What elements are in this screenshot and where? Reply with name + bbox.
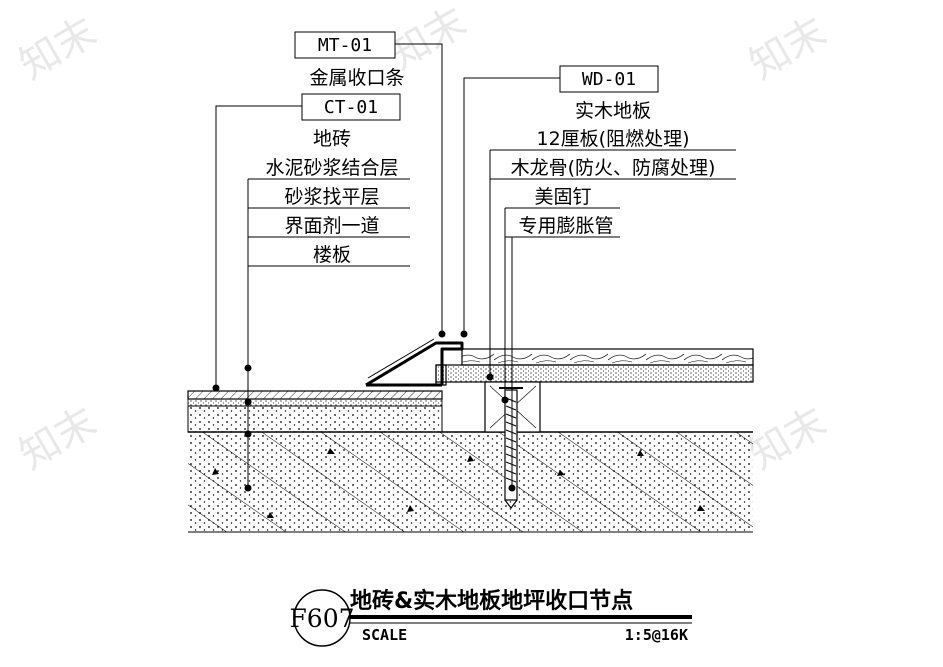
layer-label: 地砖	[313, 128, 351, 150]
watermark: 知末	[12, 9, 104, 89]
layer-label: 12厘板(阻燃处理)	[536, 128, 689, 150]
layer-label: 专用膨胀管	[518, 215, 613, 237]
layer-label: 砂浆找平层	[284, 186, 379, 208]
leader-lines	[215, 43, 736, 488]
callout-code: MT-01	[318, 35, 372, 56]
watermark: 知末	[742, 399, 834, 479]
scale-label: SCALE	[362, 626, 407, 644]
callout-code: WD-01	[582, 69, 636, 90]
callout-ct: CT-01 地砖 水泥砂浆结合层 砂浆找平层 界面剂一道 楼板	[265, 93, 401, 266]
scale-value: 1:5@16K	[625, 626, 688, 644]
layer-label: 楼板	[313, 244, 351, 266]
callout-mt: MT-01 金属收口条	[294, 31, 405, 89]
layer-label: 美固钉	[534, 186, 591, 208]
wood-floor-build-up	[435, 348, 754, 509]
drawing-title: 地砖&实木地板地坪收口节点	[350, 588, 633, 614]
leader-dots	[212, 330, 516, 492]
watermark: 知末	[742, 9, 834, 89]
floor-slab	[188, 431, 753, 533]
layer-label: 实木地板	[575, 100, 651, 122]
drawing-number: F607	[289, 604, 354, 633]
tile-floor-build-up	[187, 390, 443, 433]
title-block: F607 地砖&实木地板地坪收口节点 SCALE 1:5@16K	[289, 588, 692, 647]
callout-wd: WD-01 实木地板 12厘板(阻燃处理) 木龙骨(防火、防腐处理) 美固钉 专…	[511, 65, 716, 237]
watermark: 知末	[12, 399, 104, 479]
layer-label: 木龙骨(防火、防腐处理)	[511, 157, 716, 179]
callout-code: CT-01	[324, 97, 378, 118]
callout-label: 金属收口条	[309, 67, 404, 89]
layer-label: 水泥砂浆结合层	[265, 157, 398, 179]
layer-label: 界面剂一道	[284, 215, 379, 237]
